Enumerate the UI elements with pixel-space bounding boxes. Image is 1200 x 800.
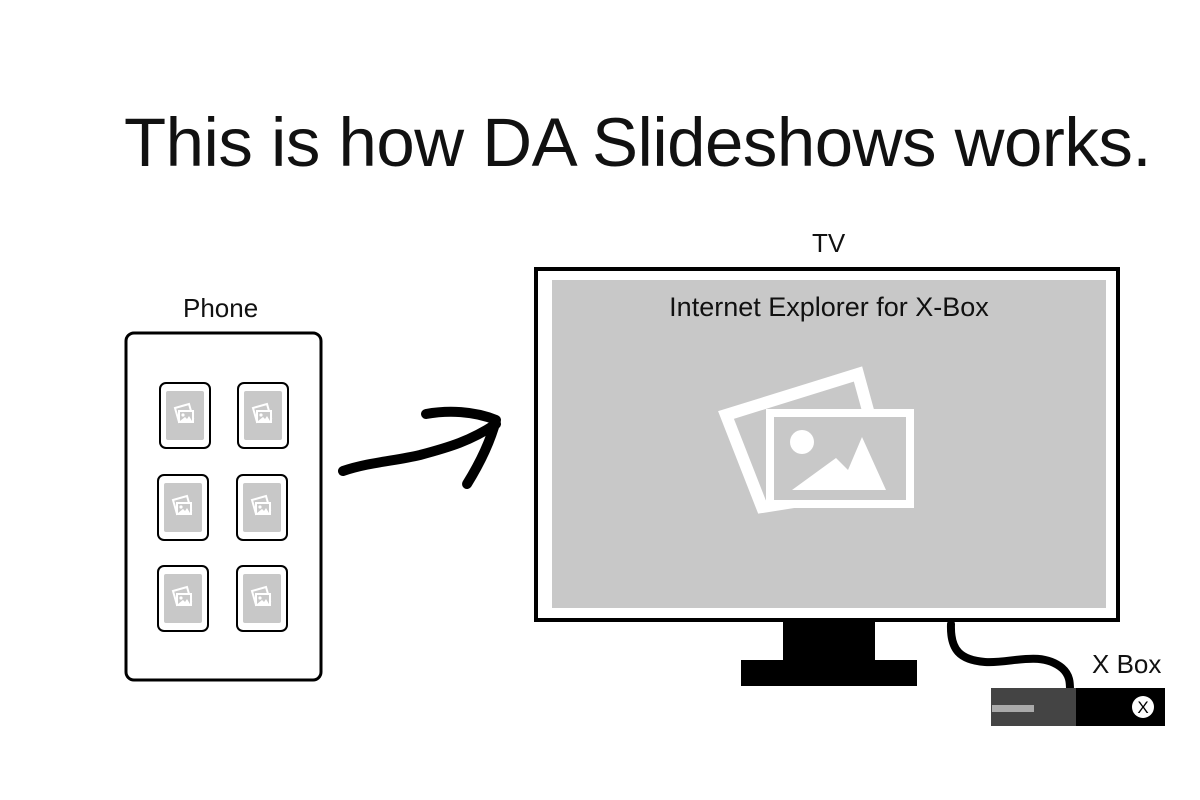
tv-screen-title: Internet Explorer for X-Box (669, 292, 989, 322)
phone-thumbnail[interactable] (157, 565, 209, 632)
phone-thumbnail[interactable] (159, 382, 211, 449)
xbox-logo-text: X (1137, 698, 1148, 717)
arrow-icon (338, 406, 501, 489)
tv-stand-base (741, 660, 917, 686)
phone-thumbnail-grid (157, 382, 289, 632)
xbox-label: X Box (1092, 649, 1162, 679)
hdmi-cable (946, 620, 1074, 694)
xbox-logo-icon (1132, 696, 1154, 718)
phone-thumbnail[interactable] (236, 474, 288, 541)
page-title: This is how DA Slideshows works. (124, 104, 1152, 181)
phone-thumbnail[interactable] (157, 474, 209, 541)
phone-label: Phone (183, 293, 259, 323)
phone-thumbnail[interactable] (237, 382, 289, 449)
slideshow-photo-icon (718, 366, 914, 514)
tv-label: TV (812, 228, 846, 258)
xbox-console: X (991, 688, 1165, 726)
tv-stand-neck (783, 620, 875, 662)
phone-thumbnail[interactable] (236, 565, 288, 632)
phone-device (124, 331, 323, 682)
